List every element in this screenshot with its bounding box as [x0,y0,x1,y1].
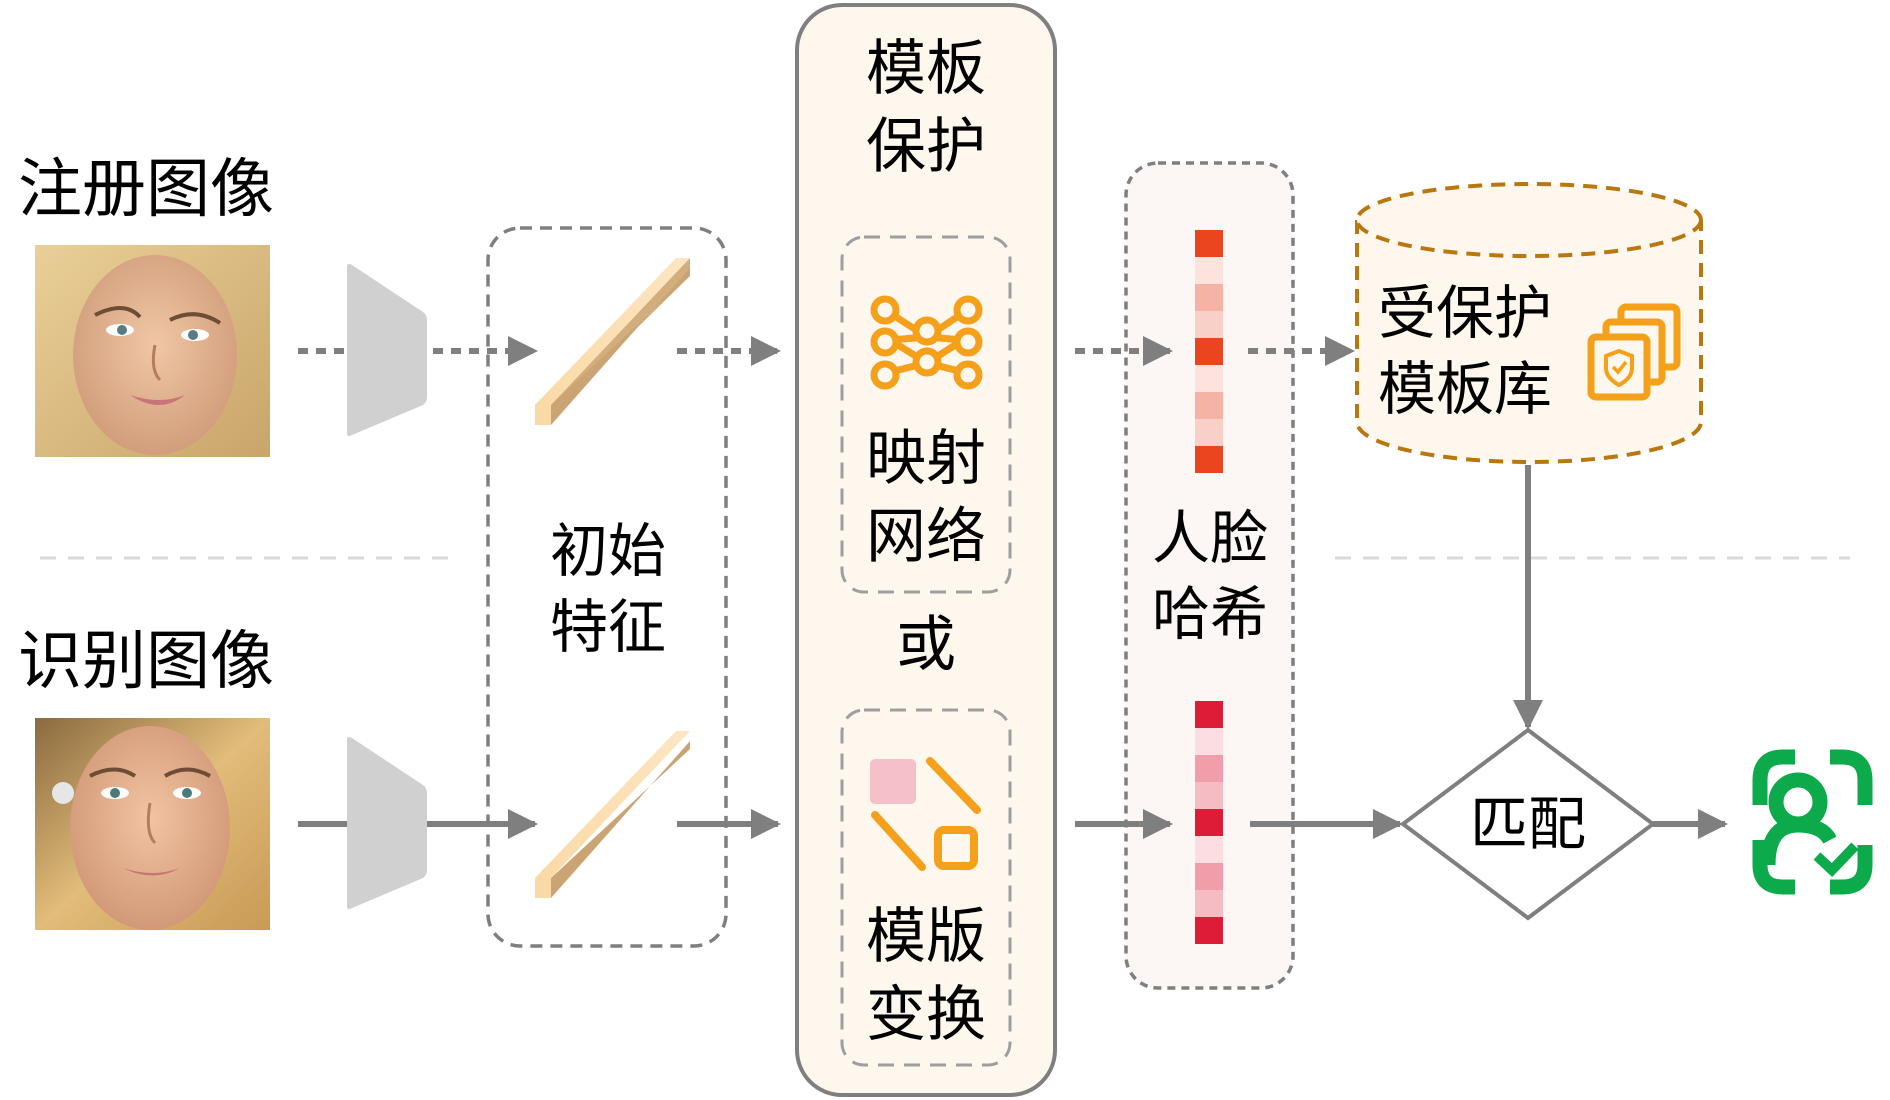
match-label: 匹配 [1469,790,1586,858]
hash-cell [1195,890,1223,917]
face-hash-box [1124,161,1295,990]
query-face-image [35,718,270,930]
template-transform-box [840,708,1012,1067]
protected-template-database-icon [1355,182,1703,464]
hash-cell [1195,701,1223,728]
query-image-title: 识别图像 [18,625,274,699]
hash-cell [1195,338,1223,365]
enroll-feature-bar-icon [535,258,690,425]
hash-cell [1195,917,1223,944]
match-decision-node [1399,727,1657,921]
face-verified-icon [1752,749,1873,895]
hash-cell [1195,365,1223,392]
hash-cell [1195,782,1223,809]
hash-cell [1195,257,1223,284]
initial-feature-label: 初始 特征 [549,517,666,661]
hash-cell [1195,836,1223,863]
initial-feature-box [486,226,728,948]
hash-cell [1195,311,1223,338]
hash-cell [1195,863,1223,890]
hash-cell [1195,230,1223,257]
neural-network-icon [870,295,983,390]
enroll-face-image [35,245,270,457]
template-transform-icon [870,757,981,871]
query-encoder-icon [347,736,427,910]
template-transform-label: 模版 变换 [866,902,986,1050]
mapping-network-box [840,235,1012,594]
mapping-network-label: 映射 网络 [866,424,986,572]
face-hash-label: 人脸 哈希 [1151,504,1268,648]
template-protection-title: 模板 保护 [866,34,986,182]
protected-db-label: 受保护 模板库 [1378,279,1553,423]
query-feature-bar-icon [535,731,690,898]
enroll-image-title: 注册图像 [18,153,274,227]
hash-cell [1195,392,1223,419]
hash-cell [1195,284,1223,311]
protected-documents-icon [1587,303,1681,401]
query-hash-vector [1195,701,1223,944]
enroll-encoder-icon [347,263,427,437]
or-label: 或 [896,610,956,680]
enroll-hash-vector [1195,230,1223,473]
hash-cell [1195,419,1223,446]
template-protection-panel [795,3,1057,1097]
hash-cell [1195,755,1223,782]
hash-cell [1195,809,1223,836]
hash-cell [1195,446,1223,473]
hash-cell [1195,728,1223,755]
